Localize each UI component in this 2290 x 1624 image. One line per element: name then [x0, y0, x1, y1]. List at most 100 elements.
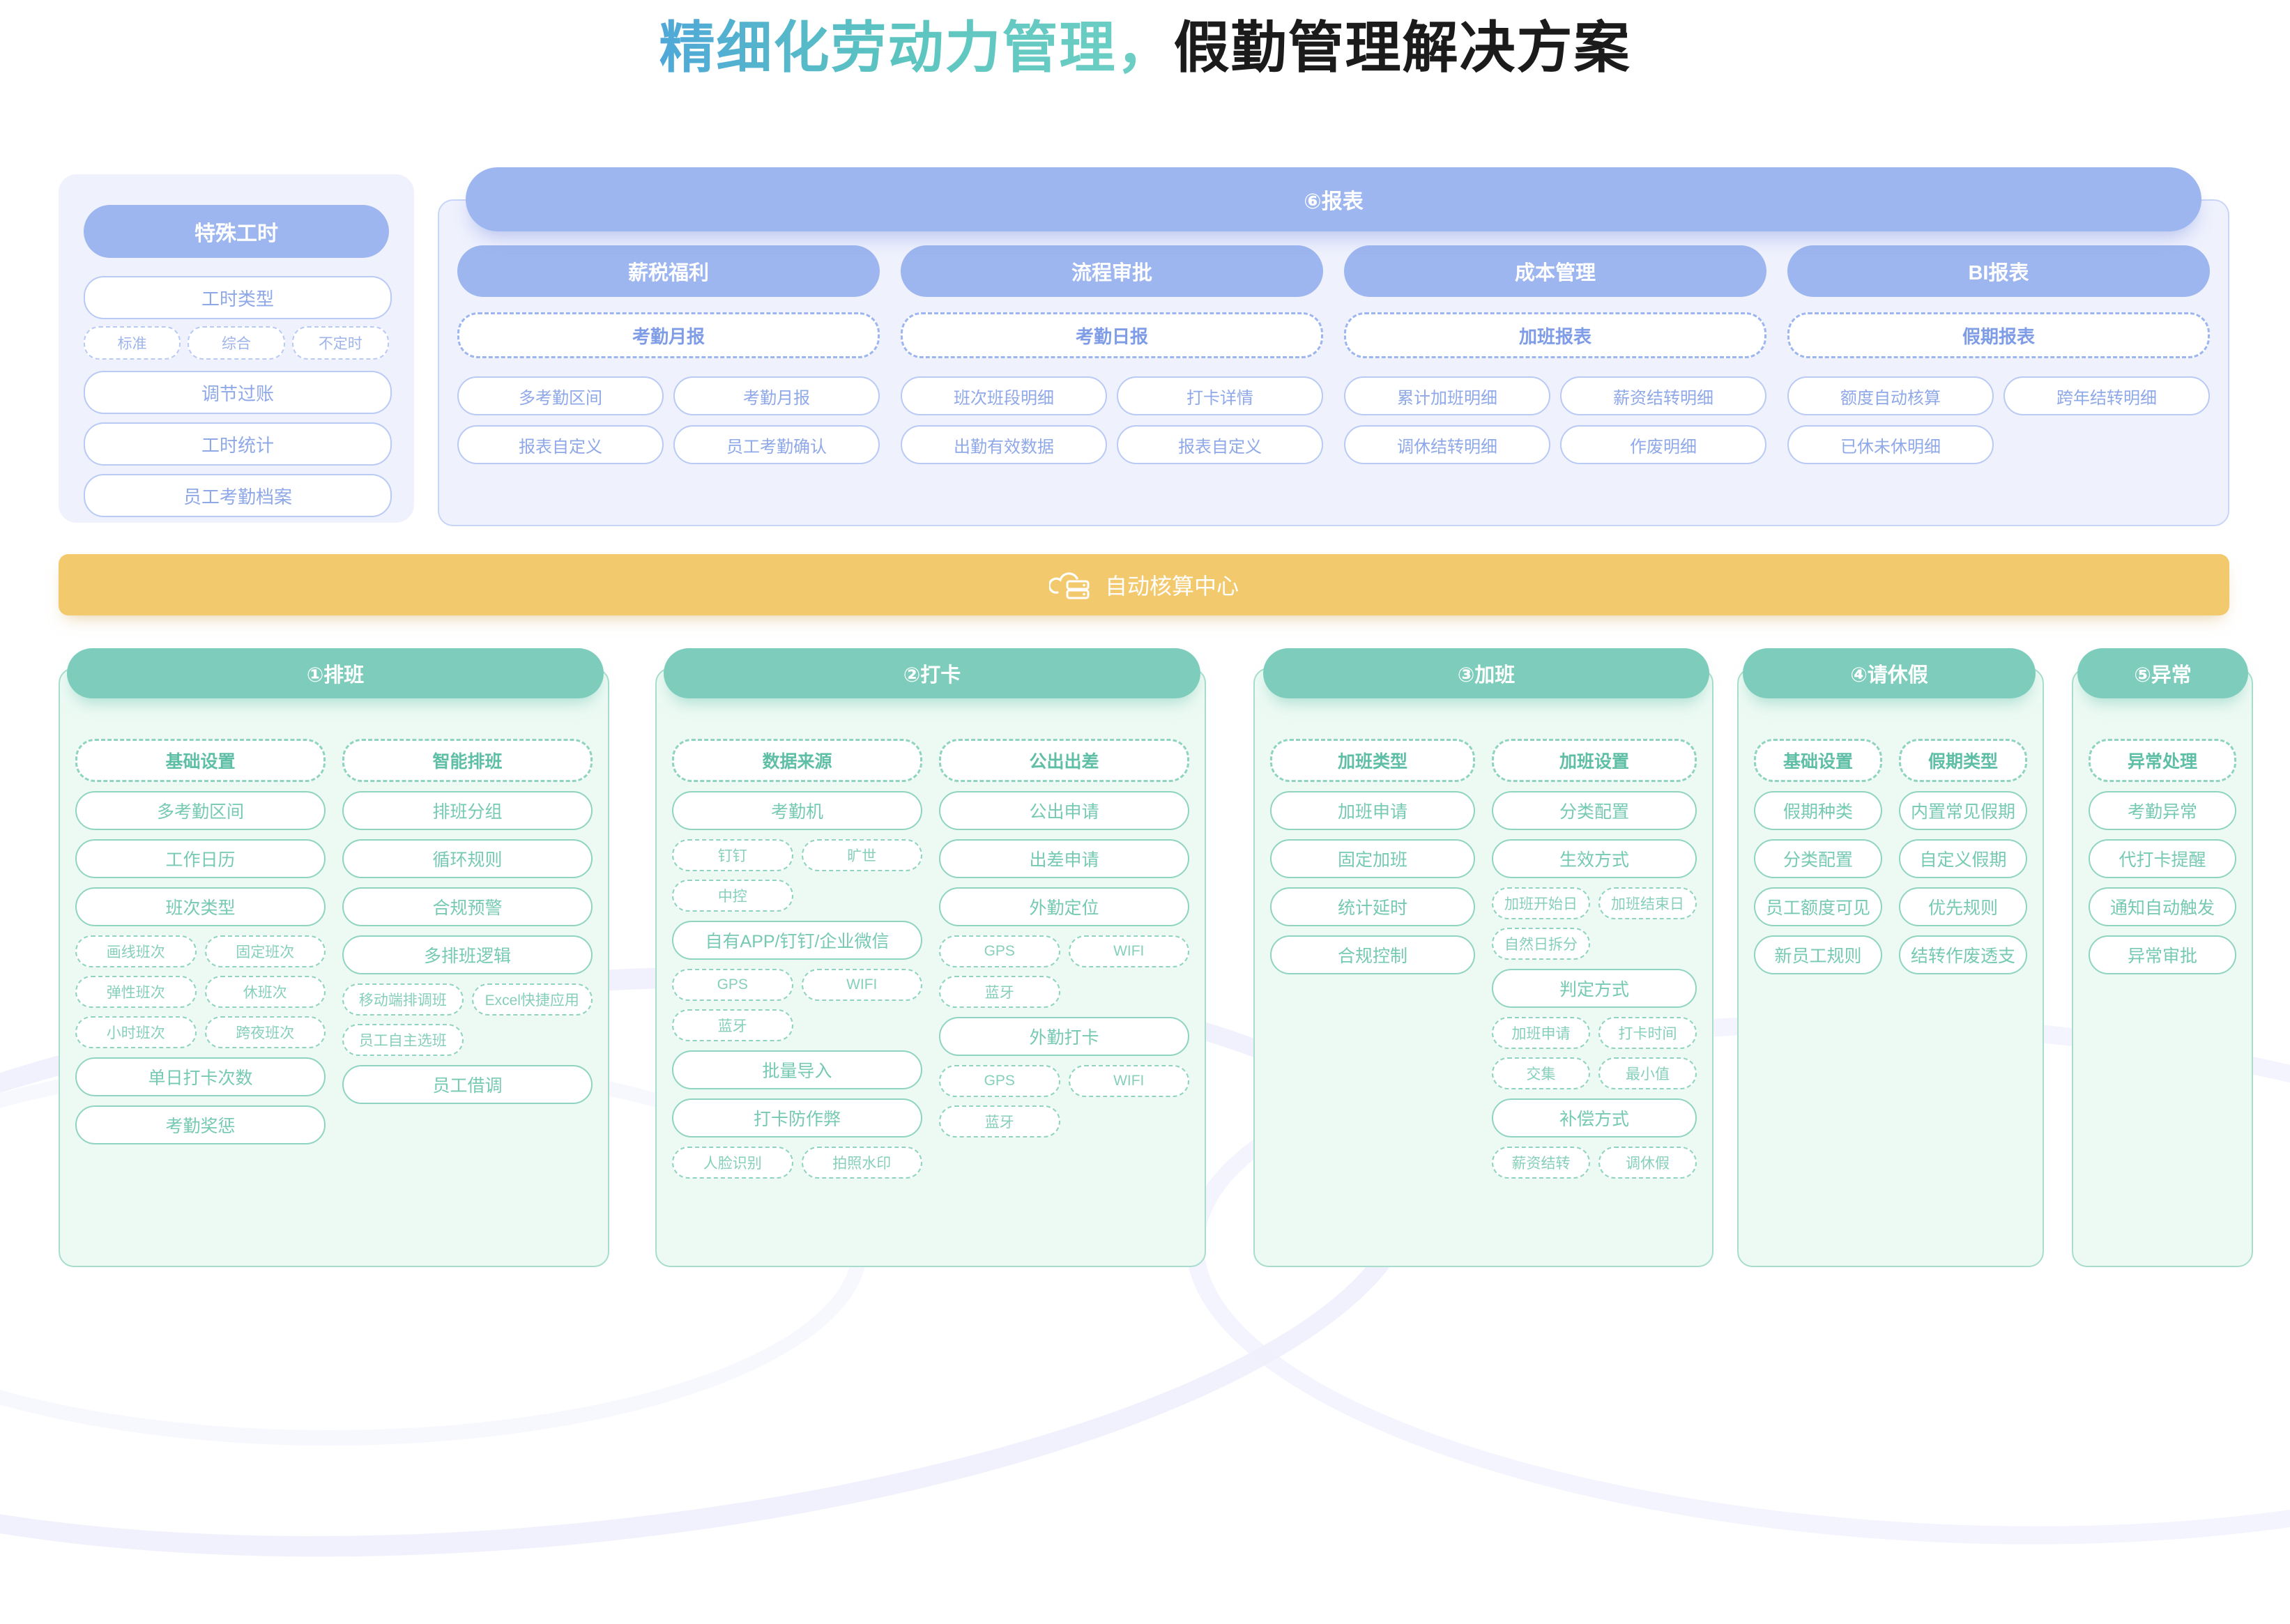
report-column-header[interactable]: BI报表	[1787, 245, 2210, 297]
report-item[interactable]: 薪资结转明细	[1560, 376, 1766, 415]
special-hours-header: 特殊工时	[84, 205, 389, 258]
module-item[interactable]: 内置常见假期	[1899, 791, 2027, 830]
module-chip[interactable]: 固定班次	[204, 935, 326, 967]
module-item[interactable]: 自定义假期	[1899, 839, 2027, 878]
report-item[interactable]: 班次班段明细	[901, 376, 1107, 415]
module-chip[interactable]: 小时班次	[75, 1016, 197, 1048]
report-column-header[interactable]: 流程审批	[901, 245, 1323, 297]
module-item[interactable]: 统计延时	[1270, 887, 1475, 926]
report-item[interactable]: 多考勤区间	[457, 376, 664, 415]
module-item[interactable]: 排班分组	[342, 791, 593, 830]
module-item[interactable]: 补偿方式	[1492, 1098, 1697, 1137]
module-chip[interactable]: 调休假	[1598, 1147, 1697, 1179]
module-chip[interactable]: 钉钉	[672, 839, 793, 871]
module-item[interactable]: 批量导入	[672, 1050, 922, 1089]
module-item[interactable]: 分类配置	[1754, 839, 1882, 878]
module-item[interactable]: 公出申请	[939, 791, 1189, 830]
module-item[interactable]: 考勤奖惩	[75, 1105, 326, 1144]
module-chip[interactable]: 人脸识别	[672, 1147, 793, 1179]
report-item[interactable]: 额度自动核算	[1787, 376, 1994, 415]
report-item[interactable]: 已休未休明细	[1787, 425, 1994, 464]
module-item[interactable]: 固定加班	[1270, 839, 1475, 878]
module-item[interactable]: 多考勤区间	[75, 791, 326, 830]
module-chip[interactable]: 加班开始日	[1492, 887, 1590, 919]
report-item[interactable]: 打卡详情	[1117, 376, 1323, 415]
module-item[interactable]: 结转作废透支	[1899, 935, 2027, 974]
report-item[interactable]: 跨年结转明细	[2003, 376, 2210, 415]
module-item[interactable]: 外勤打卡	[939, 1017, 1189, 1056]
module-chip[interactable]: 加班结束日	[1598, 887, 1697, 919]
module-chip[interactable]: 员工自主选班	[342, 1024, 464, 1056]
module-item[interactable]: 班次类型	[75, 887, 326, 926]
worktype-chip-comprehensive[interactable]: 综合	[188, 326, 285, 360]
module-item[interactable]: 判定方式	[1492, 969, 1697, 1008]
module-chip[interactable]: 跨夜班次	[204, 1016, 326, 1048]
module-item[interactable]: 出差申请	[939, 839, 1189, 878]
module-chip[interactable]: Excel快捷应用	[471, 983, 593, 1016]
worktype-chip-standard[interactable]: 标准	[84, 326, 181, 360]
module-item[interactable]: 员工借调	[342, 1065, 593, 1104]
module-item[interactable]: 工作日历	[75, 839, 326, 878]
module-item[interactable]: 分类配置	[1492, 791, 1697, 830]
report-item[interactable]: 出勤有效数据	[901, 425, 1107, 464]
module-item[interactable]: 合规预警	[342, 887, 593, 926]
module-chip[interactable]: 旷世	[801, 839, 922, 871]
module-chip[interactable]: 加班申请	[1492, 1017, 1590, 1049]
module-item[interactable]: 考勤异常	[2089, 791, 2236, 830]
module-item[interactable]: 加班申请	[1270, 791, 1475, 830]
module-item[interactable]: 生效方式	[1492, 839, 1697, 878]
module-chip[interactable]: GPS	[672, 969, 793, 1001]
module-chip[interactable]: WIFI	[1068, 1065, 1189, 1097]
special-hours-row-worktype[interactable]: 工时类型	[84, 276, 392, 319]
report-item[interactable]: 报表自定义	[1117, 425, 1323, 464]
module-chip[interactable]: 自然日拆分	[1492, 928, 1590, 960]
module-chip[interactable]: 休班次	[204, 976, 326, 1008]
module-item[interactable]: 考勤机	[672, 791, 922, 830]
module-chip[interactable]: GPS	[939, 935, 1060, 967]
module-item[interactable]: 多排班逻辑	[342, 935, 593, 974]
module-item[interactable]: 单日打卡次数	[75, 1057, 326, 1096]
module-item[interactable]: 自有APP/钉钉/企业微信	[672, 921, 922, 960]
module-item[interactable]: 通知自动触发	[2089, 887, 2236, 926]
report-item[interactable]: 报表自定义	[457, 425, 664, 464]
worktype-chip-flexible[interactable]: 不定时	[291, 326, 389, 360]
module-chip[interactable]: 蓝牙	[939, 1105, 1060, 1137]
module-chip[interactable]: 蓝牙	[939, 976, 1060, 1008]
report-item[interactable]: 作废明细	[1560, 425, 1766, 464]
module-chip[interactable]: 蓝牙	[672, 1009, 793, 1041]
module-item[interactable]: 新员工规则	[1754, 935, 1882, 974]
report-item[interactable]: 员工考勤确认	[673, 425, 880, 464]
report-item[interactable]: 考勤月报	[673, 376, 880, 415]
module-chip[interactable]: WIFI	[801, 969, 922, 1001]
worktype-chip-row: 标准 综合 不定时	[84, 326, 389, 360]
special-hours-row-adjust[interactable]: 调节过账	[84, 371, 392, 414]
module-item[interactable]: 优先规则	[1899, 887, 2027, 926]
module-item[interactable]: 员工额度可见	[1754, 887, 1882, 926]
report-item[interactable]: 调休结转明细	[1344, 425, 1550, 464]
module-chip[interactable]: 弹性班次	[75, 976, 197, 1008]
module-item[interactable]: 打卡防作弊	[672, 1098, 922, 1137]
module-item[interactable]: 假期种类	[1754, 791, 1882, 830]
module-chip[interactable]: 交集	[1492, 1057, 1590, 1089]
module-chip[interactable]: WIFI	[1068, 935, 1189, 967]
module-chip[interactable]: 薪资结转	[1492, 1147, 1590, 1179]
report-item[interactable]: 累计加班明细	[1344, 376, 1550, 415]
module-chip[interactable]: GPS	[939, 1065, 1060, 1097]
module-chip[interactable]: 拍照水印	[801, 1147, 922, 1179]
module-item[interactable]: 外勤定位	[939, 887, 1189, 926]
module-item[interactable]: 异常审批	[2089, 935, 2236, 974]
report-column-header[interactable]: 薪税福利	[457, 245, 880, 297]
module-chip[interactable]: 最小值	[1598, 1057, 1697, 1089]
module-chip[interactable]: 画线班次	[75, 935, 197, 967]
special-hours-row-archive[interactable]: 员工考勤档案	[84, 474, 392, 517]
module-subheader: 公出出差	[939, 739, 1189, 782]
module-chip[interactable]: 中控	[672, 880, 793, 912]
report-column-header[interactable]: 成本管理	[1344, 245, 1766, 297]
module-item[interactable]: 合规控制	[1270, 935, 1475, 974]
module-item[interactable]: 循环规则	[342, 839, 593, 878]
module-chip[interactable]: 打卡时间	[1598, 1017, 1697, 1049]
module-item[interactable]: 代打卡提醒	[2089, 839, 2236, 878]
module-column-4: 基础设置假期种类分类配置员工额度可见新员工规则假期类型内置常见假期自定义假期优先…	[1737, 668, 2044, 1267]
special-hours-row-stats[interactable]: 工时统计	[84, 422, 392, 466]
module-chip[interactable]: 移动端排调班	[342, 983, 464, 1016]
